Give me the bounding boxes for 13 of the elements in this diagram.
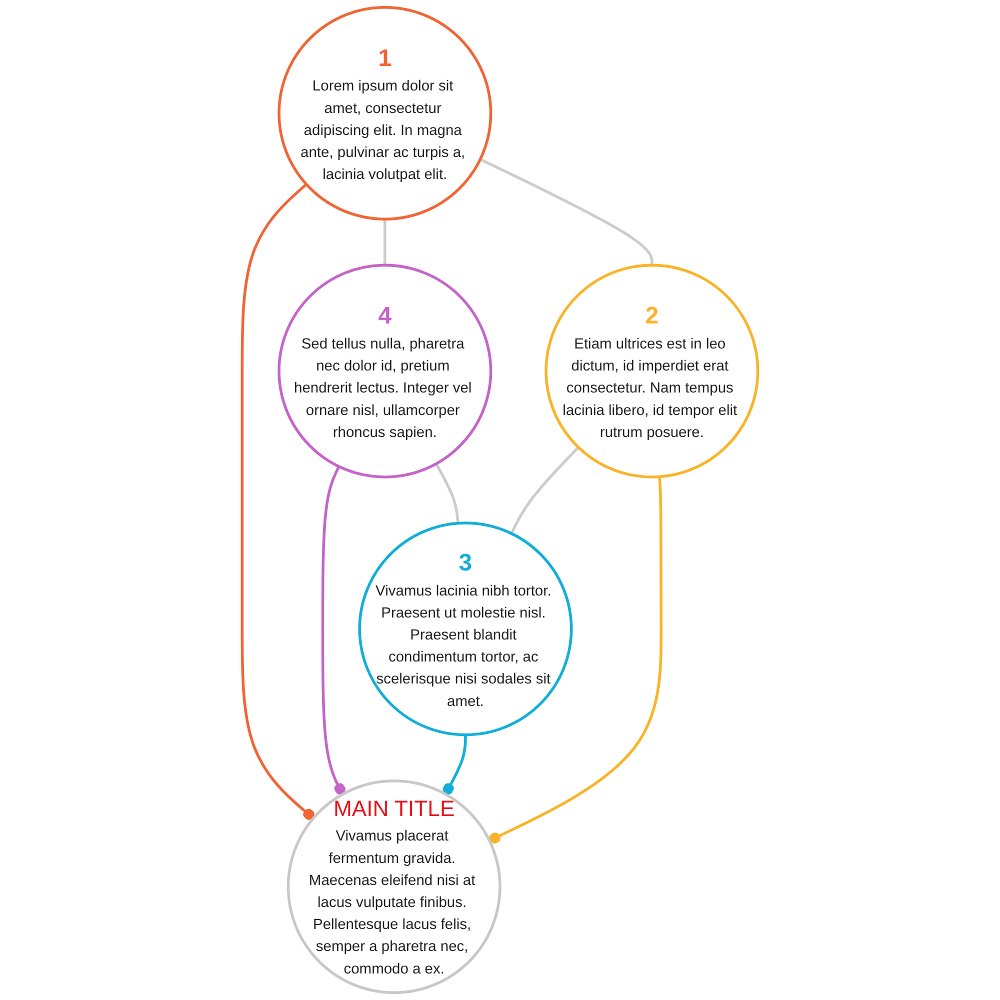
node-circle: MAIN TITLE Vivamus placerat fermentum gravida. Maecenas eleifend nisi at lacus vulputate finibus. Pellentesque lacus felis, semper a pharetra nec, commodo a ex. <box>286 779 502 994</box>
node-circle: 3 Vivamus lacinia nibh tortor. Praesent ut molestie nisl. Praesent blandit condimentum tortor, ac scelerisque nisi sodales sit amet. <box>358 522 573 736</box>
connector <box>434 463 460 524</box>
connector <box>384 219 386 266</box>
connector <box>442 734 467 795</box>
connector <box>240 183 314 820</box>
connector <box>321 466 346 795</box>
node-circle: 1 Lorem ipsum dolor sit amet, consectetur adipiscing elit. In magna ante, pulvinar ac turpis a, lacinia volutpat elit. <box>278 6 492 221</box>
connector <box>510 446 580 534</box>
connector <box>480 158 654 266</box>
node-circle: 4 Sed tellus nulla, pharetra nec dolor id, pretium hendrerit lectus. Integer vel ornare nisl, ullamcorper rhoncus sapien. <box>278 264 492 478</box>
connector <box>488 476 663 844</box>
node-circle: 2 Etiam ultrices est in leo dictum, id imperdiet erat consectetur. Nam tempus lacinia libero, id tempor elit rutrum posuere. <box>544 264 760 478</box>
